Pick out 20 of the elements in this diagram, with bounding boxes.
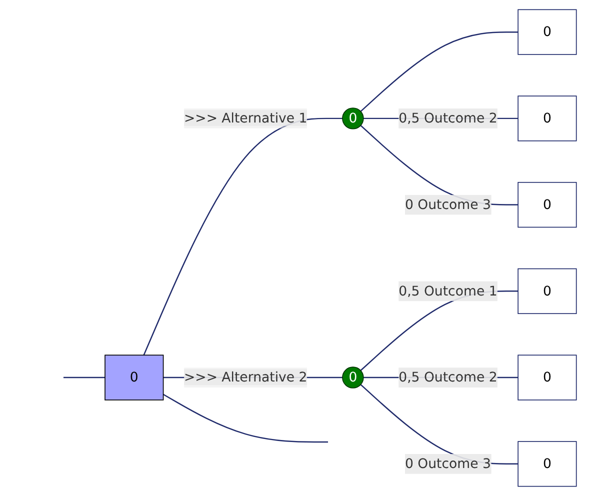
edge-label: >>> Alternative 2 (184, 368, 307, 385)
edge-label: 0 Outcome 3 (404, 196, 490, 212)
connector (142, 117, 342, 355)
edge-label: 0,5 Outcome 1 (398, 282, 497, 298)
edge-label: 0,5 Outcome 2 (398, 110, 497, 126)
node-circle: 0 (342, 366, 364, 388)
node-box: 0 (517, 440, 576, 486)
node-box: 0 (517, 181, 576, 228)
node-circle: 0 (342, 107, 364, 129)
node-box: 0 (517, 268, 576, 314)
node-box: 0 (517, 95, 576, 141)
edge-label: >>> Alternative 1 (184, 110, 307, 126)
edge-label: 0 Outcome 3 (404, 455, 490, 471)
node-box: 0 (517, 354, 576, 400)
connector (62, 376, 104, 378)
node-box: 0 (104, 354, 164, 400)
connector (360, 30, 518, 112)
connector (162, 393, 328, 442)
node-box: 0 (517, 8, 576, 54)
edge-label: 0,5 Outcome 2 (398, 368, 497, 385)
